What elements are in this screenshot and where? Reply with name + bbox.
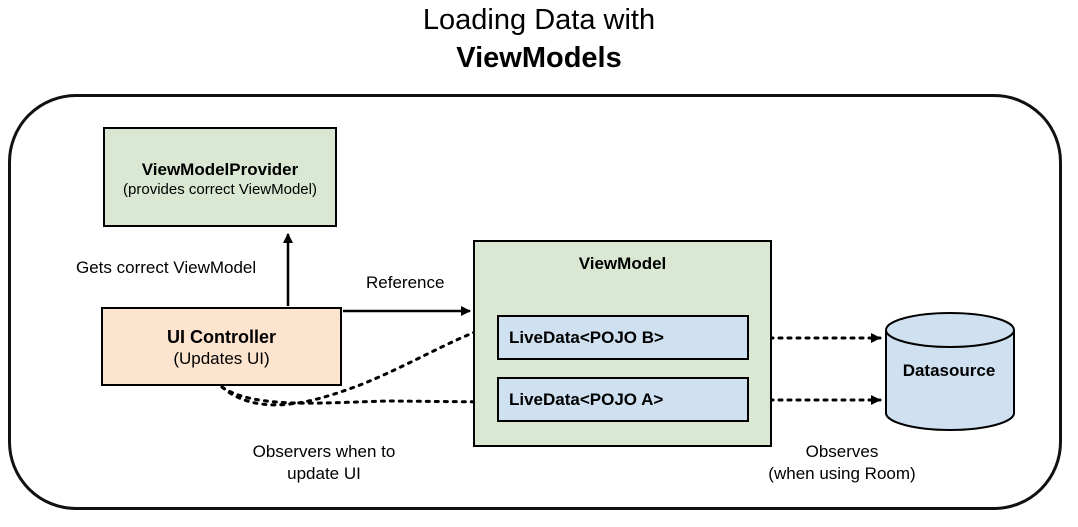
diagram-title-line1: Loading Data with [422,4,656,36]
observes-label-line2: (when using Room) [768,464,916,483]
viewmodel-title: ViewModel [578,254,667,273]
reference-label: Reference [366,273,445,292]
viewmodelprovider-box: ViewModelProvider (provides correct View… [103,127,337,227]
diagram-title-line2: ViewModels [456,42,622,74]
datasource-label: Datasource [902,361,996,380]
ui-controller-box: UI Controller (Updates UI) [101,307,342,386]
observers-label-line1: Observers when to [252,442,396,461]
observes-label-line1: Observes [805,442,879,461]
observer-curve-a [220,385,493,407]
provider-title: ViewModelProvider [141,160,299,179]
provider-subtitle: (provides correct ViewModel) [123,181,317,198]
controller-subtitle: (Updates UI) [173,349,270,368]
datasource-cylinder [885,312,1015,431]
gets-viewmodel-label: Gets correct ViewModel [76,258,257,277]
observer-curve-b [220,324,493,407]
livedata-pojo-b: LiveData<POJO B> [497,315,749,360]
controller-title: UI Controller [166,327,276,347]
livedata-pojo-a: LiveData<POJO A> [497,377,749,422]
observers-label-line2: update UI [287,464,361,483]
outer-frame [8,94,1062,510]
